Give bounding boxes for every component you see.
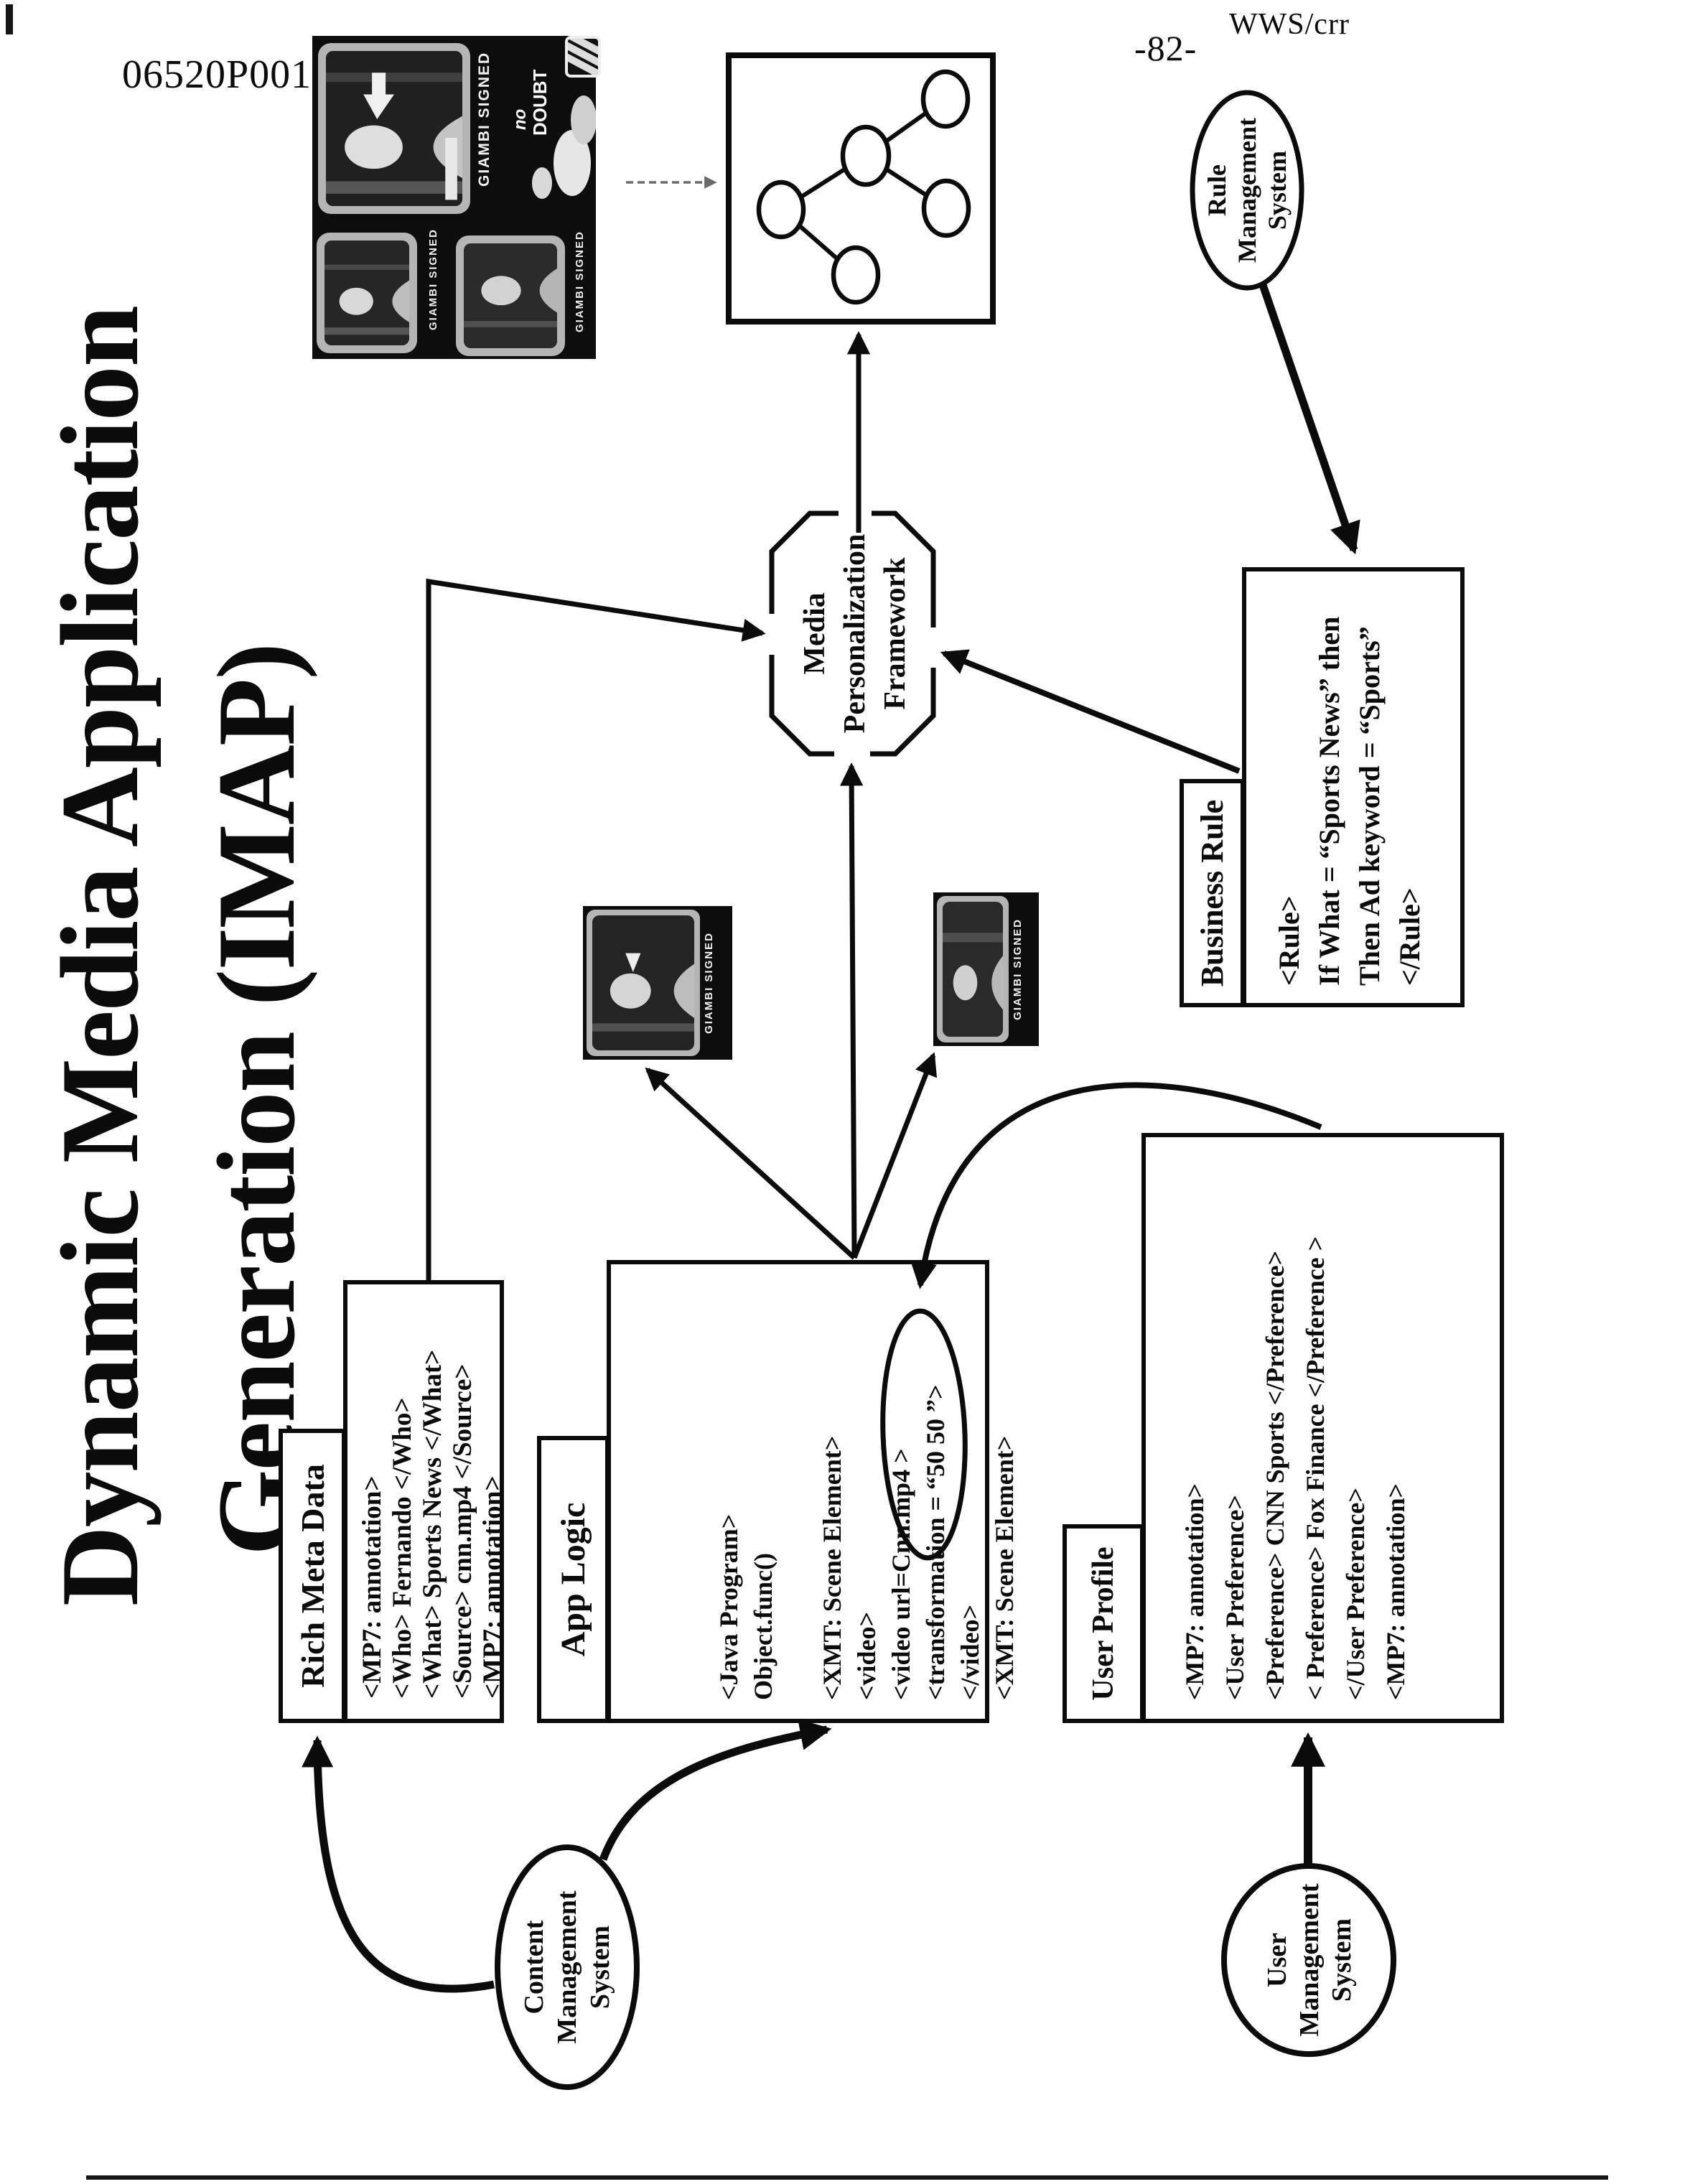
arrow-rulemgmt-to-businessrule xyxy=(1262,283,1354,550)
arrow-richmeta-to-framework xyxy=(429,582,762,1280)
annotation-ellipse xyxy=(879,1310,969,1559)
page-number: -82- xyxy=(1134,27,1197,69)
arrow-contentmgmt-to-applogic xyxy=(603,1730,827,1859)
text-line: System xyxy=(584,1926,617,2009)
arrow-applogic-to-thumbnail-1 xyxy=(648,1070,854,1258)
text-line: Management xyxy=(551,1890,584,2043)
arrow-businessrule-to-framework xyxy=(944,653,1239,771)
text-line: Framework xyxy=(875,557,915,709)
text-line: User xyxy=(1261,1933,1294,1987)
arrow-contentmgmt-to-richmeta xyxy=(317,1740,494,1989)
scene-graph-box xyxy=(729,55,993,322)
text-line: Rule xyxy=(1202,164,1232,216)
docket-number: 06520P001 xyxy=(122,52,312,98)
text-line: System xyxy=(1262,151,1292,230)
text-line: System xyxy=(1326,1918,1358,2002)
scan-mark xyxy=(6,4,13,34)
rule-management-system-label: RuleManagementSystem xyxy=(1192,93,1302,288)
user-management-system-label: UserManagementSystem xyxy=(1225,1866,1394,2054)
text-line: Content xyxy=(518,1921,551,2015)
scan-edge-line xyxy=(86,2175,1608,2180)
text-line: Management xyxy=(1294,1883,1326,2036)
media-personalization-framework-label: MediaPersonalizationFramework xyxy=(779,513,931,754)
content-management-system-label: ContentManagementSystem xyxy=(498,1847,637,2087)
text-line: Personalization xyxy=(835,534,875,734)
arrow-userprofile-to-annotation xyxy=(920,1085,1321,1285)
arrow-applogic-to-thumbnail-2 xyxy=(854,1055,933,1258)
text-line: Media xyxy=(795,592,835,674)
author-initials: WWS/crr xyxy=(1229,7,1350,42)
text-line: Management xyxy=(1232,118,1262,263)
arrow-applogic-to-framework xyxy=(851,766,854,1258)
